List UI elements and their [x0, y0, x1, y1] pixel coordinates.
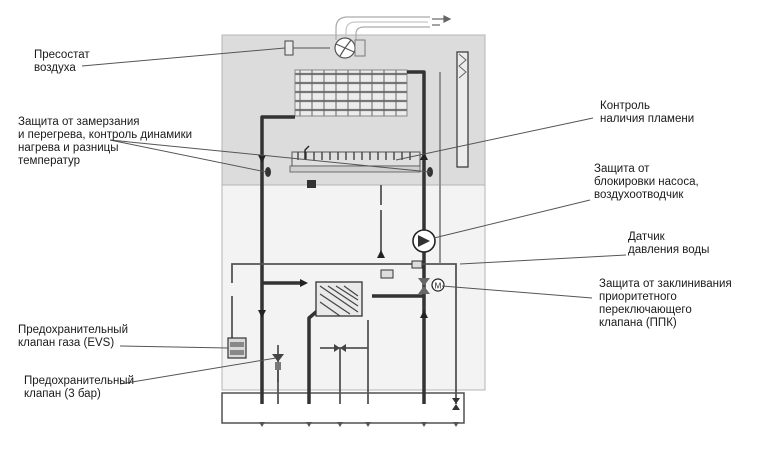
- label-line: клапана (ППК): [599, 317, 677, 329]
- label-line: наличия пламени: [600, 113, 695, 125]
- safety-valve-icon: [272, 354, 284, 382]
- label-pump-protection: Защита от блокировки насоса, воздухоотво…: [594, 163, 699, 202]
- label-water-pressure: Датчик давления воды: [628, 231, 709, 257]
- label-gas-valve: Предохранительный клапан газа (EVS): [18, 324, 128, 350]
- flue-duct: [335, 16, 430, 40]
- leader-lines: [81, 47, 627, 385]
- label-line: Датчик: [628, 231, 665, 243]
- bottom-connection-icon: [259, 422, 459, 427]
- label-line: Защита от замерзания: [18, 116, 140, 128]
- label-line: Контроль: [600, 100, 650, 112]
- label-line: и перегрева, контроль динамики: [18, 129, 193, 141]
- flue-exhaust-arrows-icon: [432, 15, 452, 26]
- expansion-tank: [456, 51, 469, 168]
- label-line: воздухоотводчик: [594, 189, 684, 201]
- heat-exchanger: [294, 69, 408, 117]
- pressure-sensor-icon: [411, 260, 456, 269]
- tap-valve-icon: [452, 398, 460, 410]
- label-diverter-protection: Защита от заклинивания приоритетного пер…: [599, 278, 732, 330]
- label-line: Пресостат: [34, 49, 90, 61]
- label-line: приоритетного: [599, 291, 677, 303]
- label-pressostat: Пресостат воздуха: [34, 49, 90, 75]
- label-line: клапан (3 бар): [24, 388, 101, 400]
- label-line: Предохранительный: [24, 375, 134, 387]
- fan-icon: [334, 37, 366, 59]
- diverter-valve-icon: [418, 278, 430, 294]
- secondary-pipework: [231, 72, 457, 404]
- connection-rail: [221, 392, 465, 424]
- label-line: Предохранительный: [18, 324, 128, 336]
- label-flame-control: Контроль наличия пламени: [600, 100, 694, 126]
- label-line: клапан газа (EVS): [18, 337, 115, 349]
- label-line: Защита от: [594, 163, 650, 175]
- plate-heat-exchanger: [315, 281, 363, 317]
- motor-icon: M: [431, 278, 445, 292]
- pump-icon: [412, 229, 436, 253]
- label-safety-valve: Предохранительный клапан (3 бар): [24, 375, 134, 401]
- valve-icon: [334, 344, 346, 352]
- label-line: переключающего: [599, 304, 692, 316]
- label-line: воздуха: [34, 62, 76, 74]
- label-freeze-protection: Защита от замерзания и перегрева, контро…: [18, 116, 192, 168]
- label-line: нагрева и разницы: [18, 142, 119, 154]
- label-line: блокировки насоса,: [594, 176, 699, 188]
- flame-electrode-icon: [304, 145, 316, 188]
- label-line: Защита от заклинивания: [599, 278, 732, 290]
- svg-text:M: M: [435, 282, 442, 291]
- flow-sensor-icon: [380, 269, 394, 279]
- label-line: температур: [18, 155, 81, 167]
- flow-arrows-icon: [258, 152, 428, 318]
- label-line: давления воды: [628, 244, 710, 256]
- gas-valve-icon: [227, 337, 247, 359]
